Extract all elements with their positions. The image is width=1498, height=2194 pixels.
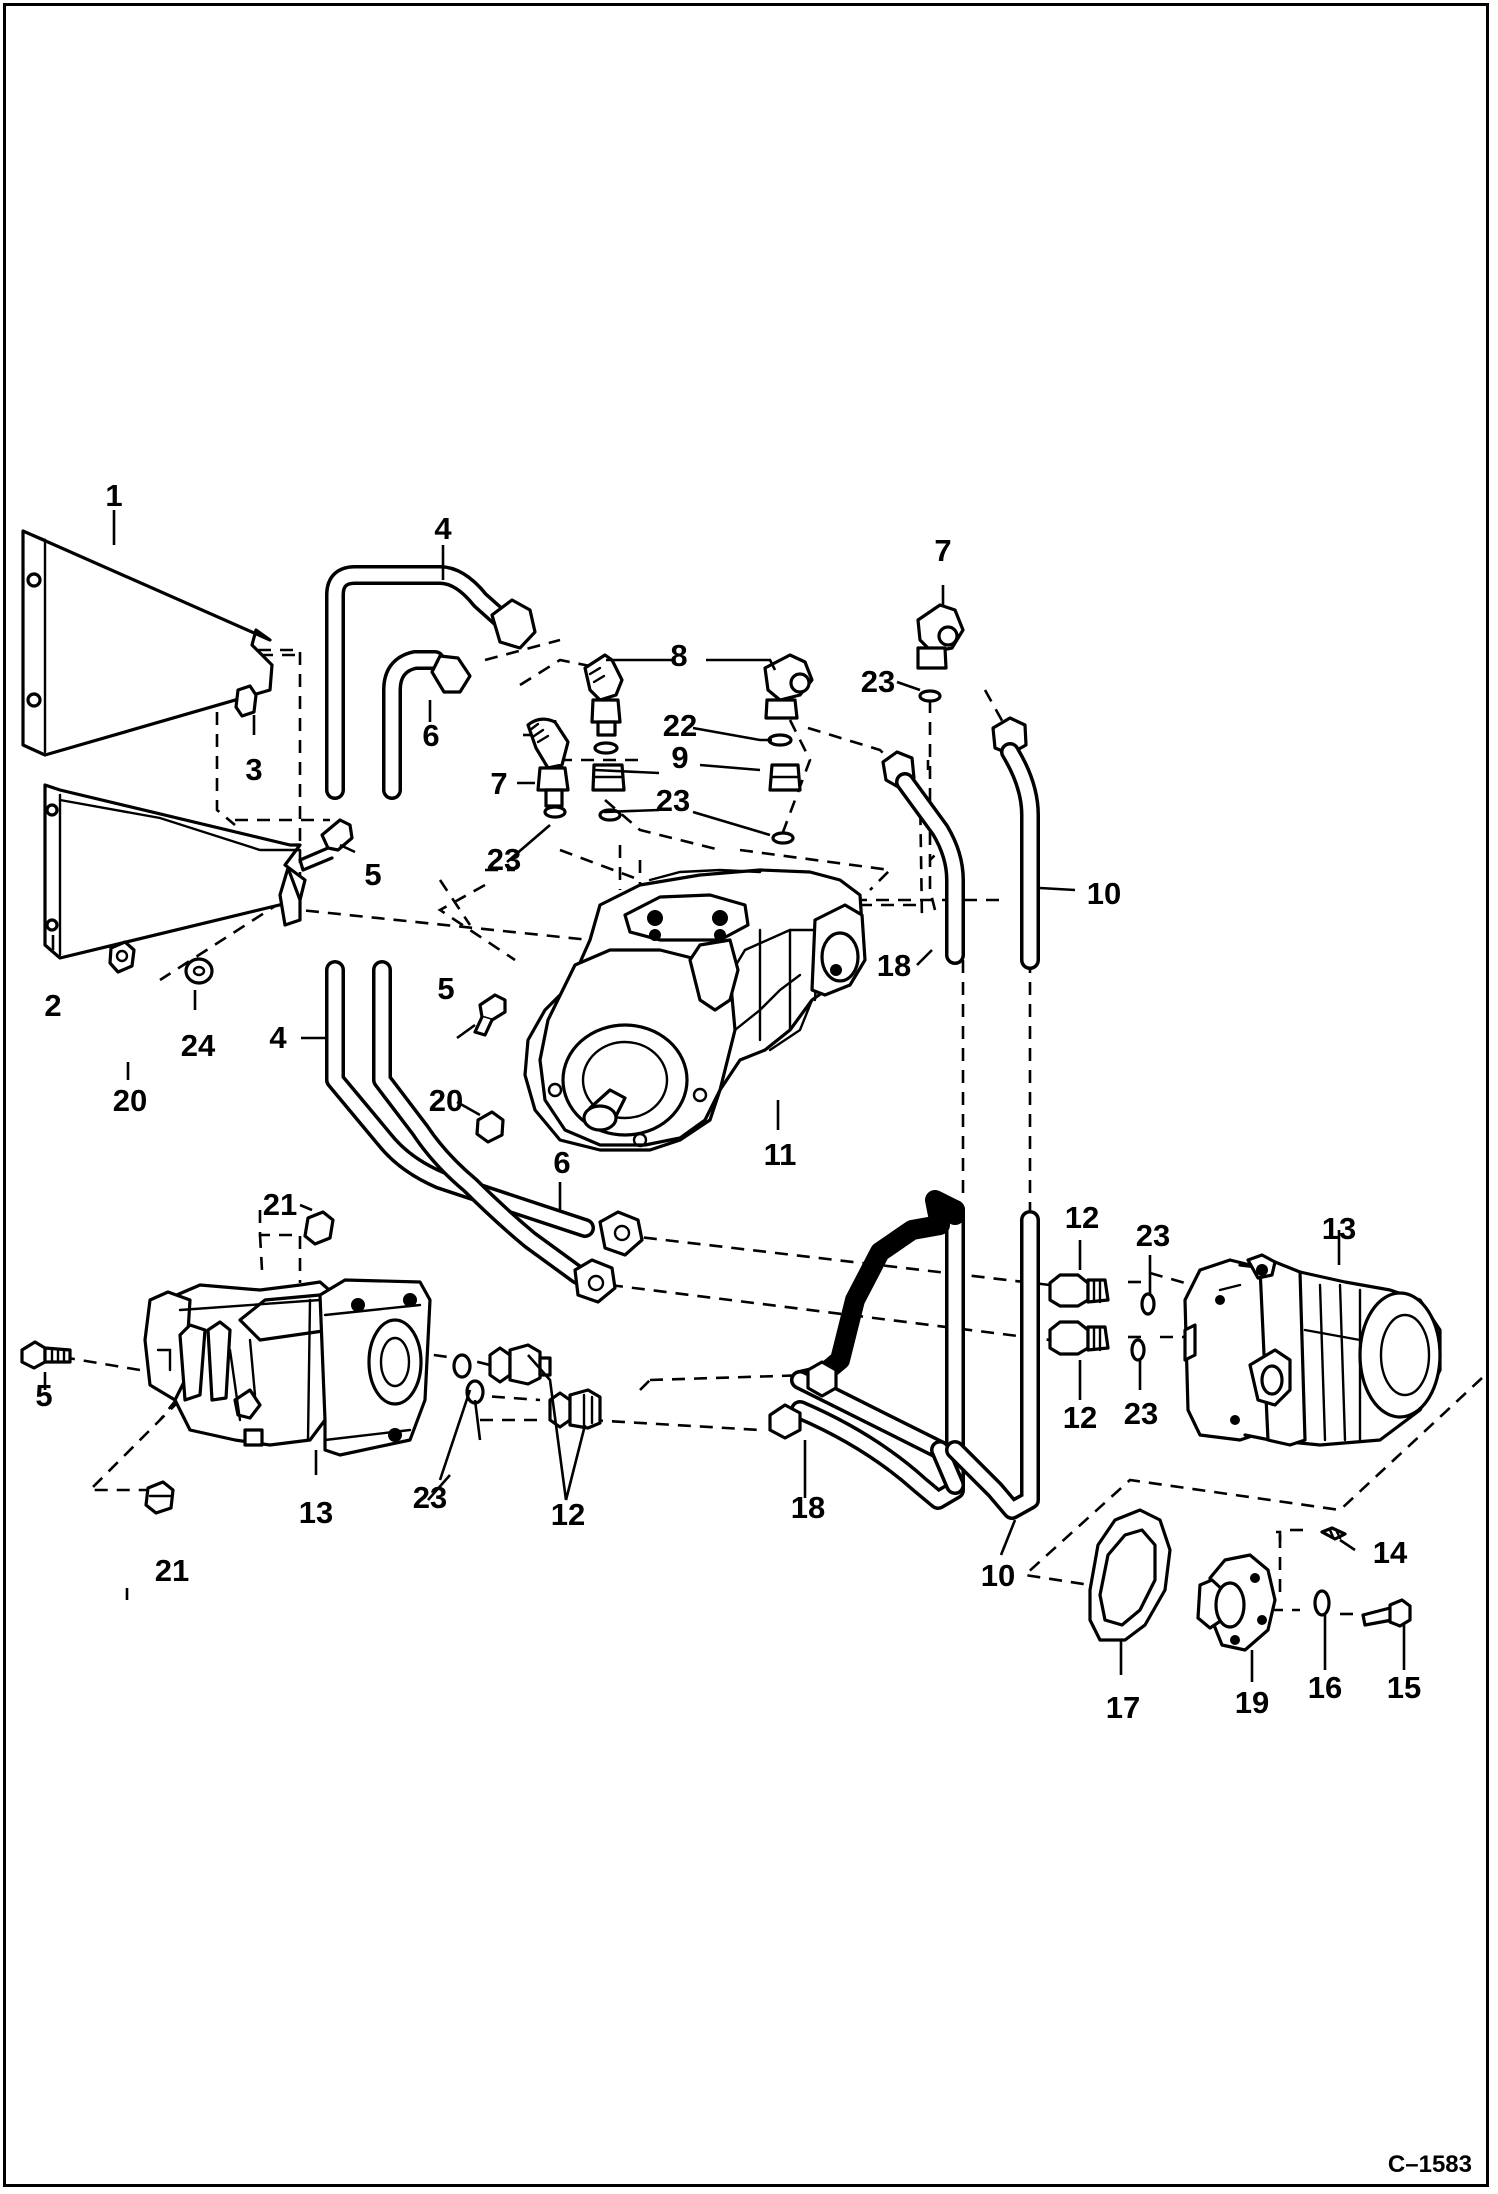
bolt-5-left xyxy=(20,1340,72,1370)
flange-19 xyxy=(1196,1553,1277,1652)
gasket-17 xyxy=(1088,1508,1172,1642)
callout-21-lower: 21 xyxy=(155,1553,189,1588)
adapter-9 xyxy=(591,763,802,792)
callout-12-left: 12 xyxy=(551,1497,585,1532)
callout-7-left: 7 xyxy=(490,766,507,801)
nut-20-pump xyxy=(475,1110,505,1144)
callout-4-upper: 4 xyxy=(434,511,452,546)
bolt-5-bracket xyxy=(298,818,354,872)
washer-24 xyxy=(184,957,214,985)
callout-10-lower: 10 xyxy=(981,1558,1015,1593)
tube-6-lower xyxy=(372,960,617,1304)
nut-20-left xyxy=(108,940,136,974)
callout-10-upper: 10 xyxy=(1087,876,1121,911)
callout-13-left: 13 xyxy=(299,1495,333,1530)
callout-18-lower: 18 xyxy=(791,1490,825,1525)
tube-18-upper xyxy=(881,750,965,965)
washer-16 xyxy=(1313,1589,1331,1617)
bolt-15 xyxy=(1361,1598,1412,1628)
callout-5-left: 5 xyxy=(35,1378,52,1413)
callout-20-left: 20 xyxy=(113,1083,147,1118)
callout-20-pump: 20 xyxy=(429,1083,463,1118)
orings-23-right xyxy=(1130,1292,1156,1362)
callout-18-upper: 18 xyxy=(877,948,911,983)
callout-23-right: 23 xyxy=(861,664,895,699)
callouts: 1 3 4 6 7 8 22 9 23 23 7 23 10 18 5 2 24… xyxy=(35,478,1472,2178)
elbow-8-right xyxy=(763,653,814,720)
tube-10-upper xyxy=(991,716,1040,970)
callout-14: 14 xyxy=(1373,1535,1408,1570)
drawing-border xyxy=(3,3,1489,2187)
callout-12-right-bottom: 12 xyxy=(1063,1400,1097,1435)
callout-21-upper: 21 xyxy=(263,1187,297,1222)
adapters-12-right xyxy=(1048,1273,1110,1356)
callout-2: 2 xyxy=(44,988,61,1023)
callout-15: 15 xyxy=(1387,1670,1421,1705)
callout-23-left: 23 xyxy=(487,842,521,877)
callout-23-lowleft: 23 xyxy=(413,1480,447,1515)
callout-8: 8 xyxy=(670,638,687,673)
tube-18-lower xyxy=(768,1190,965,1510)
callout-7-right: 7 xyxy=(934,533,951,568)
bracket-lower xyxy=(43,783,307,960)
tube-6-upper xyxy=(382,650,472,800)
hydrostatic-pump-11 xyxy=(523,868,867,1152)
gear-pump-13-right xyxy=(1183,1253,1442,1447)
oring-22 xyxy=(593,733,793,755)
callout-11: 11 xyxy=(764,1137,797,1172)
callout-23-right-top: 23 xyxy=(1136,1218,1170,1253)
bolt-5-pump xyxy=(473,993,507,1037)
callout-1: 1 xyxy=(105,478,122,513)
callout-24: 24 xyxy=(181,1028,216,1063)
callout-6-lower: 6 xyxy=(553,1145,570,1180)
callout-23-mid: 23 xyxy=(656,783,690,818)
tube-4-lower xyxy=(325,960,644,1257)
gear-pump-13-left xyxy=(143,1278,432,1457)
callout-3: 3 xyxy=(245,752,262,787)
callout-5-pump: 5 xyxy=(437,971,454,1006)
bracket-upper xyxy=(21,529,274,757)
nut-21-upper xyxy=(303,1210,335,1246)
adapters-12-left xyxy=(488,1343,602,1430)
callout-17: 17 xyxy=(1106,1690,1140,1725)
callout-9: 9 xyxy=(671,740,688,775)
callout-22: 22 xyxy=(663,708,697,743)
callout-6-upper: 6 xyxy=(422,718,439,753)
elbow-8-left xyxy=(583,653,624,737)
leader-lines xyxy=(43,510,1406,1682)
orings-23-left xyxy=(452,1353,485,1405)
callout-5-bracket: 5 xyxy=(364,857,381,892)
nut-21-lower xyxy=(144,1480,175,1515)
elbow-7-left xyxy=(526,717,570,808)
callout-23-right-bottom: 23 xyxy=(1124,1396,1158,1431)
callout-13-right: 13 xyxy=(1322,1211,1356,1246)
tube-10-lower xyxy=(945,1210,1040,1520)
callout-19: 19 xyxy=(1235,1685,1269,1720)
figure-code: C–1583 xyxy=(1388,2151,1472,2178)
nut-3 xyxy=(234,684,258,718)
elbow-7-right xyxy=(916,603,965,670)
pin-14 xyxy=(1320,1526,1347,1541)
callout-16: 16 xyxy=(1308,1670,1342,1705)
tube-4-upper xyxy=(325,565,537,800)
callout-12-right-top: 12 xyxy=(1065,1200,1099,1235)
callout-4-lower: 4 xyxy=(269,1020,287,1055)
